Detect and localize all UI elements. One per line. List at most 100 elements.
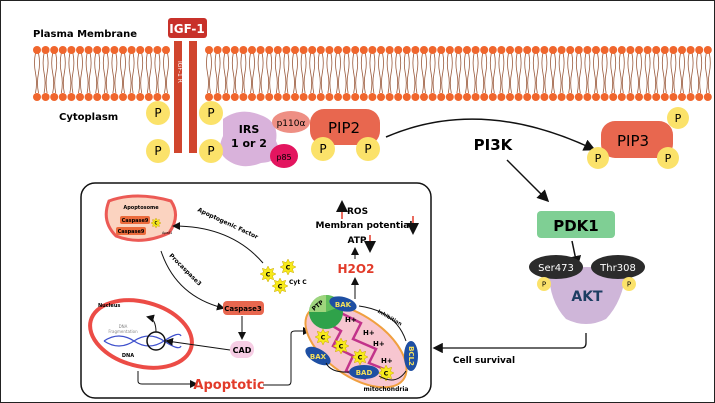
lipid xyxy=(652,46,661,101)
nucleus-label: Nucleus xyxy=(98,303,120,309)
caspase9-label: Caspase9 xyxy=(118,229,145,235)
cytochrome-c: C xyxy=(314,328,332,346)
igf1-receptor: IGF-1 R xyxy=(174,41,197,153)
cad-to-dna-arrow xyxy=(165,337,231,351)
phosphate-group: P xyxy=(146,139,170,163)
lipid xyxy=(265,46,274,101)
apoptogenic-factor-arrow xyxy=(172,222,264,264)
akt xyxy=(549,267,626,324)
lipid xyxy=(531,46,540,101)
lipid xyxy=(93,46,102,101)
apoptotic-to-mitochondria-arrow xyxy=(263,327,311,386)
lipid xyxy=(368,46,377,101)
lipid xyxy=(394,46,403,101)
ros-label: ROS xyxy=(347,207,368,217)
plasma-membrane xyxy=(33,46,712,101)
cytochrome-c: C xyxy=(351,348,369,366)
lipid xyxy=(342,46,351,101)
lipid xyxy=(428,46,437,101)
lipid xyxy=(76,46,84,101)
lipid xyxy=(695,46,704,101)
lipid xyxy=(248,46,256,101)
cyt-c-symbol: C xyxy=(278,282,283,290)
lipid xyxy=(299,46,308,101)
phosphate-label: P xyxy=(154,106,161,120)
nucleus xyxy=(88,298,194,370)
p85-label: p85 xyxy=(276,153,291,162)
apoptotic-label: Apoptotic xyxy=(193,378,264,393)
cyt-c-label: Cyt C xyxy=(289,279,307,286)
lipid xyxy=(678,46,686,101)
lipid xyxy=(549,46,557,101)
phosphate-label: P xyxy=(627,280,631,288)
lipid xyxy=(600,46,609,101)
igf1-label: IGF-1 xyxy=(169,22,204,36)
dna-fragmentation-label-1: DNA xyxy=(119,324,128,329)
cytochrome-c: C xyxy=(259,265,277,283)
lipid xyxy=(291,46,299,101)
caspase3-label: Caspase3 xyxy=(224,305,262,313)
lipid xyxy=(144,46,153,101)
phosphate-group: P xyxy=(311,137,335,161)
bcl2-label: BCL2 xyxy=(407,346,415,366)
lipid xyxy=(626,46,635,101)
lipid xyxy=(635,46,643,101)
igf1r-label: IGF-1 R xyxy=(176,61,183,83)
apaf1-label: Apaf1 xyxy=(162,231,172,235)
lipid xyxy=(488,46,497,101)
h-plus-label: H+ xyxy=(373,340,385,348)
lipid xyxy=(471,46,480,101)
caspase9-box xyxy=(116,227,146,235)
bax-protein xyxy=(305,346,331,366)
cyt-c-symbol: C xyxy=(384,369,389,377)
phosphate-label: P xyxy=(542,280,546,288)
inhibition-line xyxy=(358,305,407,342)
phosphate-group: P xyxy=(657,147,679,169)
bak-label: BAK xyxy=(335,301,352,309)
phosphate-label: P xyxy=(364,142,371,156)
cad xyxy=(230,341,254,358)
lipid xyxy=(325,46,334,101)
lipid xyxy=(256,46,265,101)
pip3-label: PIP3 xyxy=(617,132,649,150)
akt-label: AKT xyxy=(571,289,603,305)
lipid xyxy=(84,46,93,101)
p110a-subunit xyxy=(272,111,310,133)
phosphate-label: P xyxy=(665,152,672,165)
lipid xyxy=(506,46,514,101)
lipid xyxy=(686,46,695,101)
lipid xyxy=(58,46,67,101)
phosphate-label: P xyxy=(595,152,602,165)
h-plus-label: H+ xyxy=(381,357,393,365)
lipid xyxy=(351,46,360,101)
lipid xyxy=(127,46,136,101)
lipid xyxy=(334,46,342,101)
caspase3 xyxy=(223,301,264,315)
lipid xyxy=(162,46,170,101)
bad-protein xyxy=(349,365,379,379)
lipid xyxy=(454,46,463,101)
lipid xyxy=(703,46,712,101)
pi3k-label: PI3K xyxy=(474,136,514,154)
dna-label: DNA xyxy=(122,353,134,359)
nucleus-to-apoptotic-arrow xyxy=(137,371,198,388)
pip2-to-pip3-arrow xyxy=(385,118,596,151)
cyt-c-symbol: C xyxy=(155,221,158,226)
ser473-site xyxy=(529,255,583,279)
lipid xyxy=(583,46,592,101)
lipid xyxy=(540,46,549,101)
cyt-c-symbol: C xyxy=(266,270,271,278)
thr308-site xyxy=(591,255,645,279)
bad-bax-line xyxy=(325,362,350,373)
lipid xyxy=(523,46,532,101)
lipid xyxy=(660,46,669,101)
caspase9-box xyxy=(120,216,150,224)
lipid xyxy=(437,46,446,101)
cytochrome-c: C xyxy=(150,217,162,229)
lipid xyxy=(377,46,385,101)
ser473-label: Ser473 xyxy=(538,263,574,274)
lipid xyxy=(213,46,222,101)
lipid xyxy=(557,46,566,101)
cad-label: CAD xyxy=(233,346,252,355)
